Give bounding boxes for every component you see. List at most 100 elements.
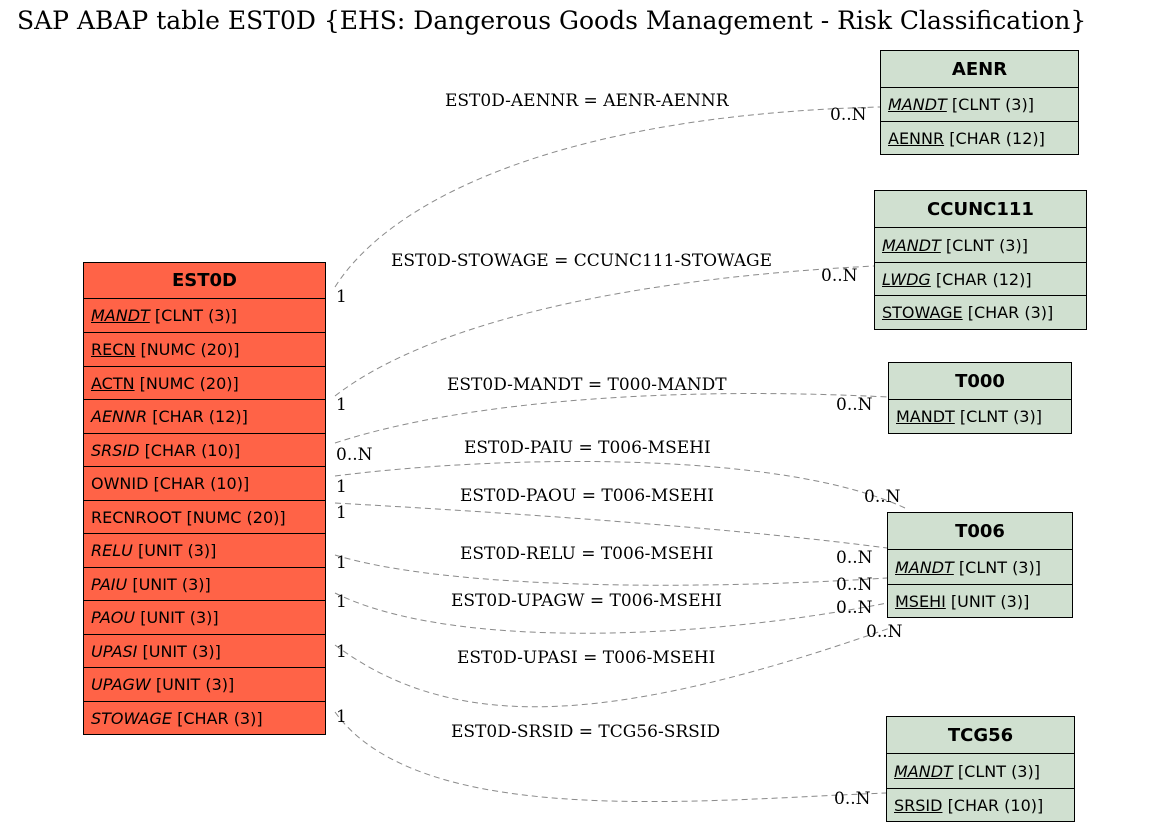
- relation-label-t006-upagw: EST0D-UPAGW = T006-MSEHI: [451, 591, 722, 611]
- field-name: SRSID: [91, 440, 140, 460]
- field-name: PAIU: [91, 574, 128, 594]
- field-name: MANDT: [882, 235, 941, 255]
- field-type: [CHAR (3)]: [177, 708, 263, 728]
- relation-line-t000: [334, 393, 889, 444]
- field-type: [CHAR (12)]: [152, 407, 248, 426]
- relation-label-t006-upasi: EST0D-UPASI = T006-MSEHI: [457, 648, 715, 668]
- field-name: STOWAGE: [91, 708, 172, 728]
- relation-label-t006-paiu: EST0D-PAIU = T006-MSEHI: [464, 438, 711, 458]
- field-row: RECNROOT [NUMC (20)]: [84, 500, 325, 533]
- field-row: UPASI [UNIT (3)]: [84, 634, 325, 667]
- relation-label-t000: EST0D-MANDT = T000-MANDT: [447, 375, 727, 395]
- field-name: MANDT: [91, 306, 150, 325]
- relation-card-to-aenr: 0..N: [830, 105, 867, 125]
- field-name: STOWAGE: [882, 303, 963, 322]
- field-row: UPAGW [UNIT (3)]: [84, 667, 325, 701]
- field-name: OWNID: [91, 474, 149, 493]
- field-type: [CLNT (3)]: [957, 761, 1040, 781]
- table-tcg56: TCG56 MANDT [CLNT (3)] SRSID [CHAR (10)]: [886, 716, 1075, 822]
- relation-card-from-tcg56: 1: [336, 707, 347, 727]
- field-type: [CHAR (12)]: [949, 128, 1045, 148]
- field-row: PAIU [UNIT (3)]: [84, 567, 325, 600]
- relation-card-from-t000: 0..N: [336, 445, 373, 465]
- table-t000: T000 MANDT [CLNT (3)]: [888, 362, 1072, 434]
- field-type: [UNIT (3)]: [132, 574, 211, 594]
- field-name: MSEHI: [895, 591, 946, 611]
- field-name: ACTN: [91, 373, 135, 393]
- relation-line-t006-relu: [334, 554, 888, 586]
- field-row: LWDG [CHAR (12)]: [875, 262, 1086, 295]
- relation-card-from-t006-paou: 1: [336, 503, 347, 523]
- field-name: UPASI: [91, 641, 138, 661]
- relation-line-t006-paiu: [334, 460, 906, 509]
- relation-card-to-t006-paou: 0..N: [836, 548, 873, 568]
- field-row: AENNR [CHAR (12)]: [881, 121, 1078, 154]
- field-type: [CLNT (3)]: [951, 95, 1034, 114]
- relation-line-aenr: [334, 106, 881, 288]
- field-type: [NUMC (20)]: [186, 507, 286, 527]
- field-row: MANDT [CLNT (3)]: [875, 228, 1086, 262]
- field-type: [CLNT (3)]: [945, 235, 1028, 255]
- table-header: T000: [889, 363, 1071, 400]
- relation-line-t006-upagw: [334, 592, 888, 634]
- table-header: CCUNC111: [875, 191, 1086, 228]
- relation-line-ccunc111: [334, 265, 875, 397]
- field-row: MANDT [CLNT (3)]: [889, 400, 1071, 433]
- field-row: MANDT [CLNT (3)]: [84, 299, 325, 332]
- field-row: RECN [NUMC (20)]: [84, 332, 325, 366]
- field-type: [UNIT (3)]: [155, 675, 235, 694]
- table-ccunc111: CCUNC111 MANDT [CLNT (3)] LWDG [CHAR (12…: [874, 190, 1087, 330]
- relation-card-to-t000: 0..N: [836, 395, 873, 415]
- relation-label-t006-paou: EST0D-PAOU = T006-MSEHI: [460, 486, 714, 506]
- table-t006: T006 MANDT [CLNT (3)] MSEHI [UNIT (3)]: [887, 512, 1073, 618]
- field-name: LWDG: [882, 269, 931, 289]
- relation-line-tcg56: [334, 711, 887, 803]
- field-name: UPAGW: [91, 675, 151, 694]
- field-row: PAOU [UNIT (3)]: [84, 600, 325, 634]
- field-name: MANDT: [896, 407, 955, 426]
- field-row: MANDT [CLNT (3)]: [888, 550, 1072, 584]
- field-row: SRSID [CHAR (10)]: [887, 788, 1074, 821]
- relation-card-to-t006-upasi: 0..N: [866, 622, 903, 642]
- field-type: [CHAR (10)]: [947, 795, 1044, 815]
- field-type: [CLNT (3)]: [154, 306, 237, 325]
- field-type: [CHAR (12)]: [935, 269, 1032, 289]
- relation-card-from-ccunc111: 1: [336, 395, 347, 415]
- table-header: EST0D: [84, 263, 325, 299]
- field-row: MANDT [CLNT (3)]: [881, 88, 1078, 121]
- field-name: PAOU: [91, 608, 136, 627]
- field-name: RECN: [91, 340, 136, 359]
- field-row: STOWAGE [CHAR (3)]: [875, 295, 1086, 329]
- field-type: [CHAR (10)]: [144, 440, 241, 460]
- table-header: TCG56: [887, 717, 1074, 754]
- relation-line-t006-upasi: [334, 627, 891, 708]
- relation-line-t006-paou: [334, 502, 888, 549]
- field-name: MANDT: [895, 557, 954, 577]
- field-row: MANDT [CLNT (3)]: [887, 754, 1074, 788]
- field-type: [NUMC (20)]: [140, 340, 240, 359]
- field-type: [CHAR (3)]: [967, 303, 1054, 322]
- table-header: AENR: [881, 51, 1078, 88]
- field-name: AENNR: [91, 407, 148, 426]
- field-name: MANDT: [888, 95, 947, 114]
- relation-label-tcg56: EST0D-SRSID = TCG56-SRSID: [451, 722, 720, 742]
- field-name: MANDT: [894, 761, 953, 781]
- field-type: [CLNT (3)]: [958, 557, 1041, 577]
- field-name: AENNR: [888, 128, 945, 148]
- field-type: [UNIT (3)]: [140, 608, 219, 627]
- field-row: MSEHI [UNIT (3)]: [888, 584, 1072, 617]
- relation-card-from-t006-upagw: 1: [336, 592, 347, 612]
- relation-card-from-aenr: 1: [336, 287, 347, 307]
- field-row: OWNID [CHAR (10)]: [84, 466, 325, 500]
- field-name: RELU: [91, 541, 133, 560]
- relation-card-to-tcg56: 0..N: [834, 789, 871, 809]
- field-row: SRSID [CHAR (10)]: [84, 433, 325, 466]
- table-aenr: AENR MANDT [CLNT (3)] AENNR [CHAR (12)]: [880, 50, 1079, 155]
- relation-card-to-t006-paiu: 0..N: [864, 487, 901, 507]
- field-row: STOWAGE [CHAR (3)]: [84, 701, 325, 734]
- relation-card-from-t006-upasi: 1: [336, 642, 347, 662]
- relation-label-aenr: EST0D-AENNR = AENR-AENNR: [445, 91, 730, 111]
- field-type: [UNIT (3)]: [137, 541, 217, 560]
- field-type: [NUMC (20)]: [139, 373, 239, 393]
